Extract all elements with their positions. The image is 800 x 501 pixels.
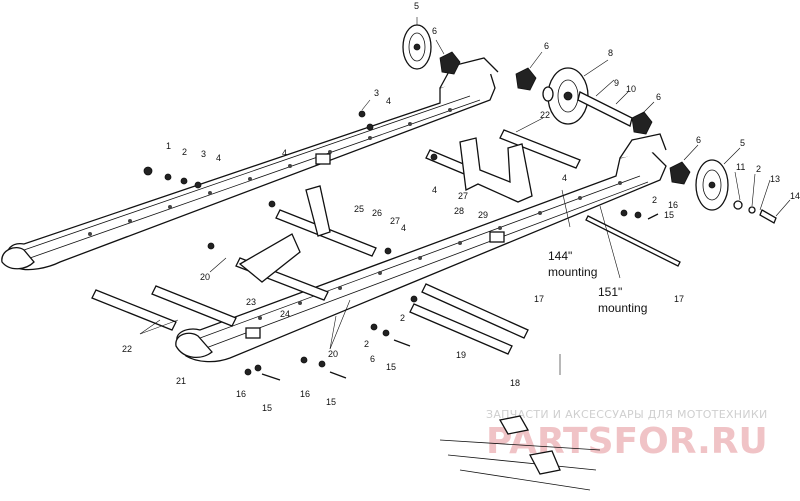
track-clip [439,415,601,491]
callout-3: 3 [374,88,379,98]
callout-21: 21 [176,376,186,386]
callouts: 5 6 6 8 9 10 6 22 3 4 1 2 3 4 4 4 27 28 … [122,1,800,413]
callout-17: 17 [534,294,544,304]
callout-4: 4 [282,148,287,158]
watermark-logo: PARTSFOR.RU [486,421,768,462]
callout-2: 2 [364,339,369,349]
fasteners [143,110,659,381]
callout-6: 6 [370,354,375,364]
callout-18: 18 [510,378,520,388]
mounting-labels: 144" mounting 151" mounting [548,249,647,315]
callout-16: 16 [668,200,678,210]
callout-10: 10 [626,84,636,94]
callout-2: 2 [756,164,761,174]
callout-23: 23 [246,297,256,307]
lower-rail [176,133,667,363]
callout-6: 6 [432,26,437,36]
callout-2: 2 [400,313,405,323]
callout-27: 27 [390,216,400,226]
callout-2: 2 [182,147,187,157]
callout-8: 8 [608,48,613,58]
callout-20: 20 [200,272,210,282]
upper-rail-tip [1,247,35,270]
callout-6: 6 [656,92,661,102]
callout-6: 6 [696,135,701,145]
mounting-144-size: 144" [548,249,572,263]
callout-3: 3 [201,149,206,159]
watermark-text: ЗАПЧАСТИ И АКСЕССУАРЫ ДЛЯ МОТОТЕХНИКИ [486,408,768,421]
callout-16: 16 [236,389,246,399]
idler-wheel-upper [402,24,432,70]
spacer-ring [542,86,554,102]
callout-15: 15 [326,397,336,407]
lower-rail-tip [175,332,213,358]
callout-5: 5 [414,1,419,11]
bracket-link [305,185,331,237]
watermark: PARTSFOR.RU ЗАПЧАСТИ И АКСЕССУАРЫ ДЛЯ МО… [486,408,768,462]
mounting-144-word: mounting [548,265,597,279]
mounting-151-word: mounting [598,301,647,315]
cross-shafts [91,129,681,355]
callout-20: 20 [328,349,338,359]
callout-19: 19 [456,350,466,360]
callout-4: 4 [562,173,567,183]
callout-1: 1 [166,141,171,151]
axle-hardware [733,200,777,224]
bearing-mid-right [631,111,653,135]
bearing-lower [669,161,691,185]
callout-15: 15 [386,362,396,372]
callout-22: 22 [540,110,550,120]
callout-26: 26 [372,208,382,218]
callout-6: 6 [544,41,549,51]
callout-24: 24 [280,309,290,319]
upper-rail [7,57,499,271]
callout-4: 4 [216,153,221,163]
callout-22: 22 [122,344,132,354]
callout-4: 4 [432,185,437,195]
callout-2: 2 [652,195,657,205]
callout-9: 9 [614,78,619,88]
callout-28: 28 [454,206,464,216]
callout-27: 27 [458,191,468,201]
callout-4: 4 [401,223,406,233]
callout-4: 4 [386,96,391,106]
bearing-mid-left [515,67,537,91]
bracket-center-upper [459,137,533,203]
callout-15: 15 [664,210,674,220]
callout-5: 5 [740,138,745,148]
bracket-center-lower [238,233,301,283]
leader-lines [139,17,791,375]
callout-14: 14 [790,191,800,201]
bearing-upper [439,51,461,75]
mounting-151-size: 151" [598,285,622,299]
callout-25: 25 [354,204,364,214]
callout-17: 17 [674,294,684,304]
callout-15: 15 [262,403,272,413]
callout-16: 16 [300,389,310,399]
axle-rear [577,91,633,127]
idler-wheel-lower [695,159,729,211]
callout-13: 13 [770,174,780,184]
callout-29: 29 [478,210,488,220]
callout-11: 11 [736,162,745,172]
